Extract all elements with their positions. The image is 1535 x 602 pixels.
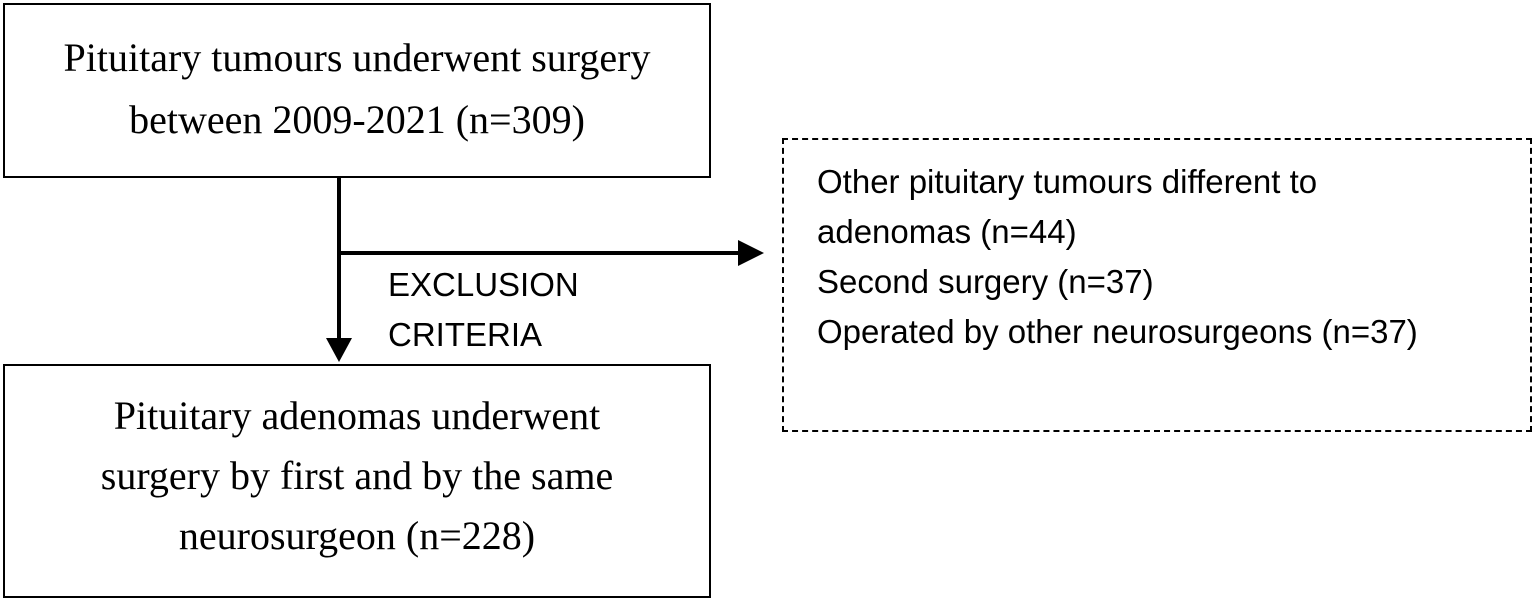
final-population-line-2: surgery by first and by the same <box>100 453 614 498</box>
right-arrowhead <box>738 240 764 266</box>
exclusion-item-line-3: Second surgery (n=37) <box>817 263 1154 300</box>
exclusion-item-line-4: Operated by other neurosurgeons (n=37) <box>817 313 1418 350</box>
initial-population-line-2: between 2009-2021 (n=309) <box>129 97 585 142</box>
initial-population-box: Pituitary tumours underwent surgery betw… <box>3 3 711 178</box>
final-population-box: Pituitary adenomas underwent surgery by … <box>3 364 711 598</box>
exclusion-label-line-2: CRITERIA <box>388 316 543 353</box>
final-population-line-3: neurosurgeon (n=228) <box>178 513 536 558</box>
initial-population-line-1: Pituitary tumours underwent surgery <box>63 35 651 80</box>
exclusion-label-line-1: EXCLUSION <box>388 266 579 303</box>
down-arrowhead <box>326 338 352 362</box>
exclusion-box: Other pituitary tumours different to ade… <box>782 138 1532 432</box>
exclusion-item-line-1: Other pituitary tumours different to <box>817 163 1318 200</box>
exclusion-criteria-label: EXCLUSION CRITERIA <box>388 260 579 360</box>
final-population-line-1: Pituitary adenomas underwent <box>113 393 601 438</box>
exclusion-item-line-2: adenomas (n=44) <box>817 213 1077 250</box>
